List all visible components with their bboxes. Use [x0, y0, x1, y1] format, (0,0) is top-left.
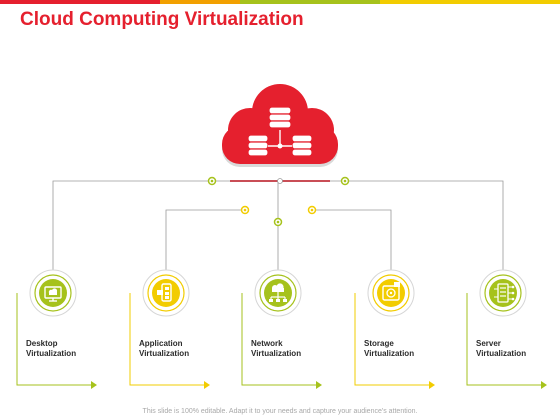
connector-line-1	[52, 180, 212, 273]
node-circles	[16, 269, 547, 389]
node-label-line2: Virtualization	[476, 349, 527, 358]
connector-line-4	[312, 209, 392, 273]
bracket-line-3	[241, 293, 316, 386]
storage-device-icon	[382, 282, 400, 301]
arrow-head-3	[316, 381, 322, 389]
server-rack-icon	[494, 283, 515, 303]
application-phone-icon	[157, 283, 172, 302]
connector-dot-center-3	[276, 220, 280, 224]
node-label-line1: Storage	[364, 339, 394, 348]
node-2	[142, 269, 190, 317]
page-title: Cloud Computing Virtualization	[20, 9, 304, 30]
arrow-head-5	[541, 381, 547, 389]
connector-dot-center-4	[310, 208, 314, 212]
top-accent-bar	[0, 0, 560, 4]
node-label-line2: Virtualization	[364, 349, 415, 358]
bracket-line-2	[129, 293, 204, 386]
node-label-line1: Network	[251, 339, 283, 348]
node-label-line2: Virtualization	[26, 349, 77, 358]
arrow-head-4	[429, 381, 435, 389]
node-label-line1: Server	[476, 339, 501, 348]
desktop-cloud-icon	[44, 286, 62, 302]
node-label-line2: Virtualization	[251, 349, 302, 358]
arrow-head-2	[204, 381, 210, 389]
cloud-database-icon	[222, 84, 338, 167]
node-label-line1: Desktop	[26, 339, 58, 348]
node-4	[367, 269, 415, 317]
node-3	[254, 269, 302, 317]
connector-line-2	[165, 209, 245, 273]
connector-dot-center-5	[343, 179, 347, 183]
node-label-line1: Application	[139, 339, 183, 348]
node-label-line2: Virtualization	[139, 349, 190, 358]
node-1	[29, 269, 77, 317]
connector-line-5	[345, 180, 504, 273]
connector-lines	[52, 176, 504, 273]
node-5	[479, 269, 527, 317]
bracket-line-4	[354, 293, 429, 386]
connector-dot-center-2	[243, 208, 247, 212]
footer-note: This slide is 100% editable. Adapt it to…	[142, 408, 418, 415]
hub-center-dot	[277, 178, 283, 184]
node-fill	[489, 279, 517, 307]
arrow-head-1	[91, 381, 97, 389]
network-cloud-icon	[269, 283, 287, 302]
connector-dot-center-1	[210, 179, 214, 183]
bracket-line-5	[466, 293, 541, 386]
bracket-line-1	[16, 293, 91, 386]
